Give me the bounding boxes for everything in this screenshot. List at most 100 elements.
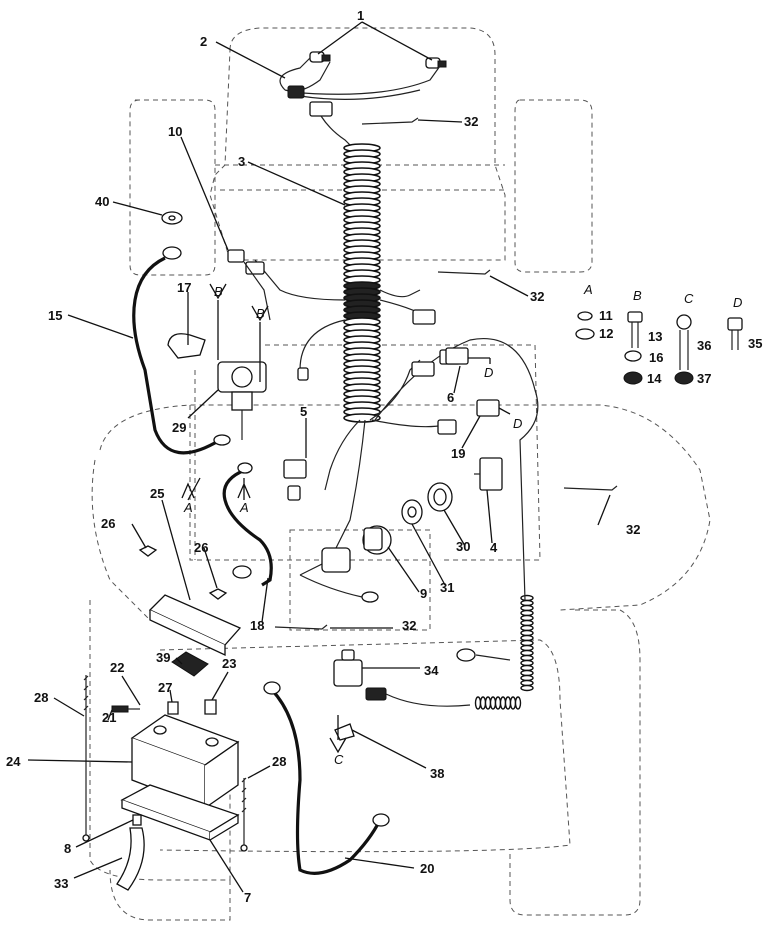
callout-19: 19 [451, 446, 465, 461]
tail-coil-ring [514, 696, 522, 710]
wing-nut-right [208, 588, 228, 600]
callout-39: 39 [156, 650, 170, 665]
callout-40: 40 [95, 194, 109, 209]
callout-22: 22 [110, 660, 124, 675]
callout-20: 20 [420, 861, 434, 876]
letter-D-lower: D [513, 416, 522, 431]
tail-coil-ring [520, 604, 534, 612]
callout-32-mid: 32 [530, 289, 544, 304]
tail-coil-ring [520, 599, 534, 607]
cable-tie-2 [437, 269, 491, 275]
battery-hold-down [148, 594, 242, 657]
callout-3: 3 [238, 154, 245, 169]
harness-connector-plugs [297, 309, 461, 435]
wing-nut-left [138, 545, 158, 557]
callout-21: 21 [102, 710, 116, 725]
letter-B-left: B [214, 284, 223, 299]
seat-switch [333, 649, 471, 707]
headlight-harness-connector [287, 85, 305, 99]
tail-coil-ring [520, 609, 534, 617]
callout-36: 36 [697, 338, 711, 353]
callout-5: 5 [300, 404, 307, 419]
tail-coil-ring [520, 614, 534, 622]
callout-26-left: 26 [101, 516, 115, 531]
ignition-nut [401, 499, 423, 525]
tail-coil-ring [520, 674, 534, 682]
tail-coil-ring [520, 644, 534, 652]
tail-coil-ring [509, 696, 517, 710]
callout-numbers: 1 2 32 10 3 40 17 32 15 13 36 35 11 12 1… [6, 8, 762, 905]
cable-tie-1 [361, 117, 419, 125]
tail-coil-ring [520, 679, 534, 687]
letter-A-header: A [583, 282, 593, 297]
tail-coil-ring [520, 619, 534, 627]
terminal-nut [167, 701, 179, 715]
starter-cable [222, 468, 273, 587]
drain-fitting [132, 814, 142, 826]
letter-B-right: B [256, 306, 265, 321]
washer [161, 211, 183, 225]
callout-28-right: 28 [272, 754, 286, 769]
letter-D-upper: D [484, 365, 493, 380]
letter-D-header: D [733, 295, 742, 310]
terminal-cover [204, 699, 217, 715]
tail-coil-ring [520, 624, 534, 632]
callout-33: 33 [54, 876, 68, 891]
tail-coil-ring [520, 654, 534, 662]
pto-switch [283, 459, 307, 501]
callout-12: 12 [599, 326, 613, 341]
cable-tie-4 [274, 624, 328, 630]
harness-ring-terminal [456, 648, 476, 662]
hold-down-rod-right [241, 777, 247, 845]
ignition-bezel [427, 482, 453, 512]
callout-6: 6 [447, 390, 454, 405]
tail-coil-ring [494, 696, 502, 710]
callout-35: 35 [748, 336, 762, 351]
letter-A-left: A [183, 500, 193, 515]
harness-branches [254, 259, 539, 601]
callout-2: 2 [200, 34, 207, 49]
callout-38: 38 [430, 766, 444, 781]
letter-B-header: B [633, 288, 642, 303]
callout-18: 18 [250, 618, 264, 633]
callout-25: 25 [150, 486, 164, 501]
callout-8: 8 [64, 841, 71, 856]
tail-coil-ring [504, 696, 512, 710]
cable-tie-3 [563, 485, 618, 491]
callout-29: 29 [172, 420, 186, 435]
callout-30: 30 [456, 539, 470, 554]
letter-C-header: C [684, 291, 694, 306]
callout-23: 23 [222, 656, 236, 671]
callout-32-bottom: 32 [402, 618, 416, 633]
tail-coil-ring [520, 659, 534, 667]
headlight-bulb-right [425, 57, 447, 69]
hardware-letters: A B C D B B D D A A C [183, 282, 742, 767]
callout-34: 34 [424, 663, 439, 678]
harness-top-connector [309, 101, 333, 117]
callout-27: 27 [158, 680, 172, 695]
tail-coil-ring [520, 669, 534, 677]
callout-16: 16 [649, 350, 663, 365]
battery-pad [171, 651, 209, 677]
callout-11: 11 [599, 308, 613, 323]
letter-C-clip: C [334, 752, 344, 767]
starter-solenoid [217, 361, 267, 440]
drain-tube [116, 827, 145, 891]
callout-28-left: 28 [34, 690, 48, 705]
callout-10: 10 [168, 124, 182, 139]
harness-coiled-tail [474, 594, 534, 710]
callout-32-right: 32 [626, 522, 640, 537]
battery-tray [120, 784, 240, 841]
headlight-bulb-left [309, 51, 331, 63]
cable-clamp [167, 333, 206, 359]
tail-coil-ring [484, 696, 492, 710]
letter-A-right: A [239, 500, 249, 515]
tail-coil-ring [520, 634, 534, 642]
tail-coil-ring [489, 696, 497, 710]
hardware-key [575, 311, 743, 385]
tail-coil-ring [520, 664, 534, 672]
main-harness-conduit [343, 143, 381, 423]
callout-4: 4 [490, 540, 498, 555]
callout-13: 13 [648, 329, 662, 344]
